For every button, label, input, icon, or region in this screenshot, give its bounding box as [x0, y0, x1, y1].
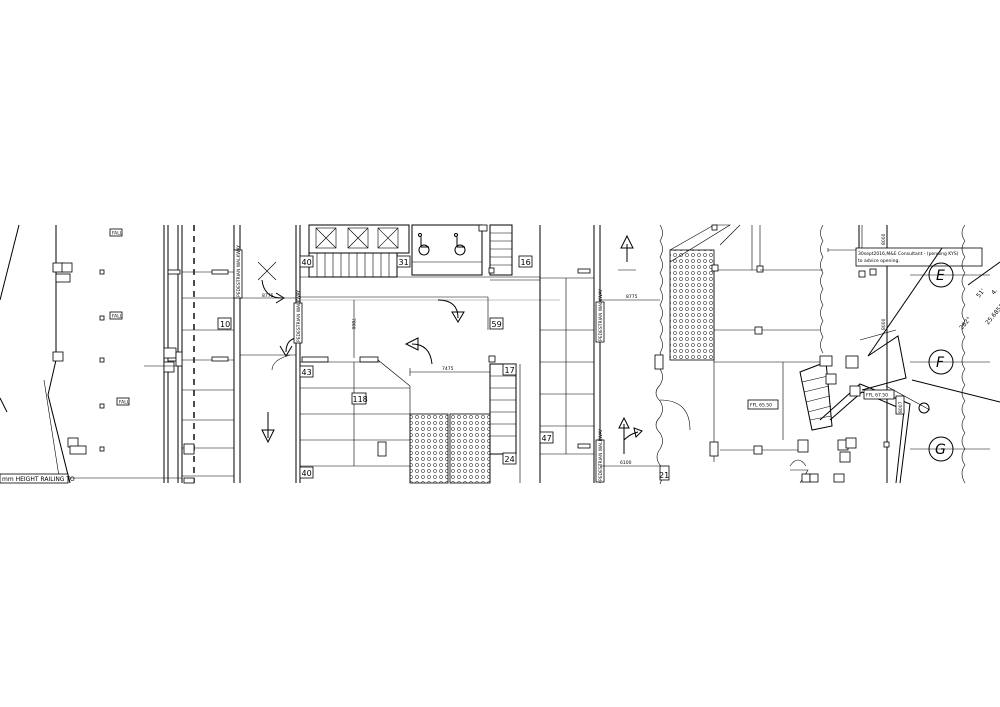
pedestrian-walkway-label: PEDESTRIAN WALKWAY [598, 289, 604, 341]
turn-arrow-icon [261, 279, 283, 299]
right-center-zone: 8775 6100 [600, 224, 837, 485]
grid-bubble-f [928, 349, 954, 375]
consultant-note-line1: 30sept2016,M&E Consultant - (pending KYS… [858, 251, 959, 257]
grid-bubble-g [928, 436, 954, 462]
dimension-label: 7475 [442, 366, 454, 372]
turn-arrow-icon [437, 299, 459, 319]
left-zone: FALL FALL FALL 10 mm HEIGHT RAILING TO P… [0, 224, 243, 484]
survey-extra: 4. [990, 287, 999, 296]
grid-bubble-e [928, 262, 954, 288]
pedestrian-walkway-label: PEDESTRIAN WALKWAY [236, 245, 242, 297]
bay-number: 21 [659, 471, 669, 480]
fall-tag: FALL [112, 231, 123, 237]
bay-number: 31 [399, 258, 409, 267]
fall-tag: FALL [119, 400, 130, 406]
fall-tag: FALL [112, 314, 123, 320]
grid-label-e: E [936, 268, 945, 284]
survey-distance: 25.6851 [984, 303, 1000, 327]
grid-label-g: G [935, 442, 946, 458]
ffl-label: FFL 65.50 [750, 403, 772, 409]
dimension-label: 8000 [881, 318, 887, 330]
grid-label-f: F [936, 355, 945, 371]
middle-zone: 40 31 16 7800 [293, 224, 605, 484]
bay-number: 47 [542, 434, 552, 443]
dimension-label: 6100 [620, 460, 632, 466]
dimension-label: 8775 [626, 294, 638, 300]
bay-number: 43 [302, 368, 312, 377]
bay-number: 24 [505, 455, 515, 464]
hatched-pad [669, 249, 715, 361]
dimension-label: 8775 [262, 293, 274, 299]
fork-arrow-icon [618, 416, 643, 454]
bay-number: 59 [492, 320, 502, 329]
pedestrian-walkway-label: PEDESTRIAN WALKWAY [296, 290, 302, 342]
arrow-down-icon [261, 412, 275, 444]
arrow-up-icon [620, 234, 634, 262]
hatched-pad [449, 413, 491, 484]
survey-bearing: 282° [958, 316, 973, 332]
bay-number: 10 [220, 320, 230, 329]
spiral-stair [799, 355, 837, 431]
hatched-pad [409, 413, 449, 484]
bay-number: 40 [302, 469, 312, 478]
consultant-note-line2: to advice opening. [858, 258, 900, 264]
ffl-label: 8007 [898, 401, 904, 413]
pedestrian-walkway-label: PEDESTRIAN WALKWAY [598, 429, 604, 481]
dimension-label: 8000 [881, 233, 887, 245]
wheelchair-icon [454, 233, 466, 256]
ffl-label: FFL 67.50 [866, 393, 888, 399]
bay-number: 118 [353, 395, 368, 404]
wheelchair-icon [418, 233, 430, 256]
railing-note: mm HEIGHT RAILING TO [2, 476, 75, 483]
bay-number: 40 [302, 258, 312, 267]
road-zone: 8775 [240, 261, 297, 444]
dimension-label: 7800 [350, 318, 356, 330]
turn-arrow-icon [411, 343, 433, 365]
bay-number: 16 [521, 258, 531, 267]
bay-number: 17 [505, 366, 515, 375]
right-zone: 8000 8000 30sept2016,M&E Consultant - (p… [819, 224, 1000, 484]
survey-bearing-min: 51' [975, 287, 987, 299]
